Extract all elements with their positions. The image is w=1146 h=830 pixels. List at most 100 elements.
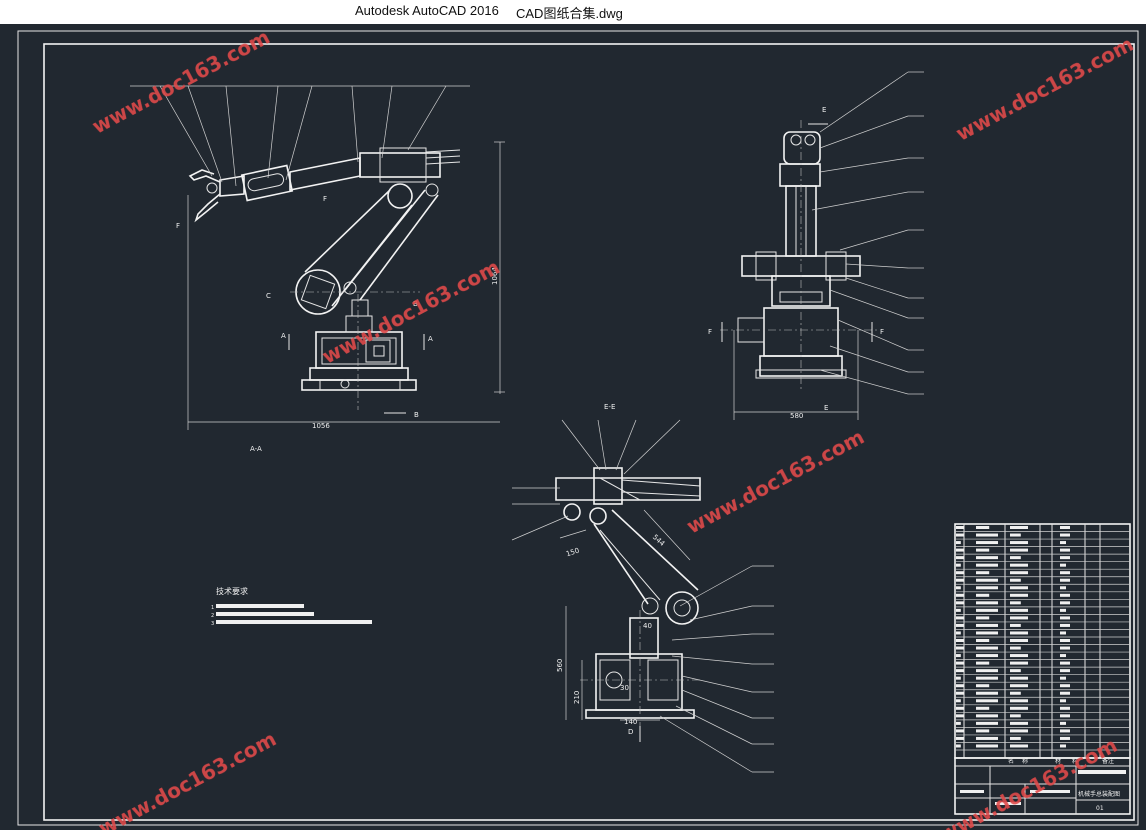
parts-row-cell (1060, 578, 1070, 582)
window-titlebar: Autodesk AutoCAD 2016 CAD图纸合集.dwg (0, 0, 1146, 24)
note-line-1 (216, 604, 304, 608)
parts-row-cell (956, 676, 961, 680)
mark-b-lower: B (414, 411, 419, 419)
parts-row-cell (976, 608, 998, 612)
parts-row-cell (1010, 639, 1028, 642)
parts-row-cell (1060, 736, 1070, 740)
parts-row-cell (956, 571, 964, 575)
col-header-name-1: 名 (1008, 757, 1014, 765)
parts-row-cell (976, 526, 990, 529)
parts-row-cell (1010, 714, 1021, 718)
parts-row-cell (976, 639, 990, 642)
parts-row-cell (1060, 608, 1066, 612)
parts-row-cell (1060, 691, 1070, 695)
outer-border (17, 30, 1139, 826)
mark-e-bottom: E (824, 404, 828, 412)
parts-row-cell (956, 616, 964, 620)
parts-row-cell (976, 616, 990, 620)
parts-row-cell (1010, 729, 1028, 733)
parts-row-cell (1060, 676, 1066, 680)
parts-row-cell (1060, 571, 1070, 575)
parts-row-cell (976, 654, 998, 658)
app-title: Autodesk AutoCAD 2016 (355, 3, 499, 18)
mark-a-left: A (281, 332, 286, 340)
parts-row-cell (956, 684, 964, 688)
parts-row-cell (956, 699, 961, 703)
parts-row-cell (976, 736, 998, 740)
parts-row-cell (976, 593, 990, 597)
parts-row-cell (1060, 721, 1066, 725)
mark-f-left: F (176, 222, 180, 230)
view-ee (511, 419, 774, 773)
parts-row-cell (1060, 593, 1070, 597)
parts-row-cell (1060, 646, 1070, 650)
parts-row-cell (976, 744, 998, 748)
parts-row-cell (956, 721, 961, 725)
note-number-1: 1 (211, 605, 214, 611)
parts-row-cell (1010, 586, 1028, 590)
mark-e-top: E (822, 106, 826, 114)
mark-f-arm: F (323, 195, 327, 203)
parts-row-cell (1010, 676, 1028, 680)
parts-row-cell (976, 533, 998, 537)
parts-row-cell (956, 593, 964, 597)
dim-base-height: 560 (556, 659, 564, 672)
parts-row-cell (1060, 729, 1070, 733)
parts-row-cell (976, 699, 998, 703)
parts-row-cell (976, 714, 998, 718)
parts-row-cell (976, 541, 998, 545)
parts-row-cell (956, 533, 964, 537)
dim-base-width: 140 (624, 718, 637, 726)
mark-a-right: A (428, 335, 433, 343)
parts-row-cell (956, 601, 964, 605)
mark-b-upper: B (413, 300, 418, 308)
view-ee-labels: E-E 544 150 560 210 140 40 30 D (556, 403, 667, 742)
parts-row-cell (976, 684, 990, 688)
label-section-ee: E-E (604, 403, 615, 411)
parts-row-cell (956, 556, 964, 560)
mark-f-side-left: F (708, 328, 712, 336)
dim-arm-length: 544 (651, 533, 667, 548)
parts-row-cell (1010, 623, 1021, 627)
parts-row-cell (956, 578, 964, 582)
parts-row-cell (956, 586, 961, 590)
drawing-canvas[interactable]: A-A 1056 1064 A A B B C F F (0, 24, 1146, 830)
parts-row-cell (956, 631, 961, 635)
watermark-3: www.doc163.com (318, 255, 504, 369)
parts-row-cell (1060, 556, 1070, 560)
parts-row-cell (1060, 744, 1066, 748)
parts-row-cell (956, 744, 961, 748)
watermark-6: www.doc163.com (936, 733, 1122, 830)
parts-row-cell (1060, 706, 1070, 710)
parts-row-cell (1010, 706, 1028, 710)
title-block: 名 称 材 料 备注 机械手总装配图 01 (954, 757, 1131, 815)
inner-border (43, 43, 1135, 821)
parts-row-cell (1010, 661, 1028, 665)
parts-row-cell (956, 646, 964, 650)
parts-row-cell (1010, 556, 1021, 560)
parts-row-cell (1060, 623, 1070, 627)
parts-row-cell (1060, 669, 1070, 673)
dim-bore: 30 (620, 684, 629, 692)
watermark-4: www.doc163.com (683, 425, 869, 539)
parts-row-cell (1060, 563, 1066, 567)
parts-row-cell (1060, 639, 1070, 642)
dim-main-height: 1064 (491, 267, 499, 285)
parts-row-cell (1010, 601, 1021, 605)
parts-row-cell (976, 556, 998, 560)
parts-row-cell (1010, 654, 1028, 658)
parts-row-cell (1060, 654, 1066, 658)
parts-row-cell (1010, 699, 1028, 703)
parts-row-cell (976, 669, 998, 673)
document-title: CAD图纸合集.dwg (516, 6, 623, 21)
parts-row-cell (956, 563, 961, 567)
parts-row-cell (956, 526, 964, 529)
parts-row-cell (976, 706, 990, 710)
parts-row-cell (956, 639, 964, 642)
col-header-material-1: 材 (1055, 757, 1061, 765)
main-view-robot-arm (130, 85, 505, 430)
main-view-labels: A-A 1056 1064 A A B B C F F (176, 195, 499, 453)
parts-row-cell (976, 676, 998, 680)
parts-row-cell (976, 729, 990, 733)
parts-row-cell (1010, 563, 1028, 567)
